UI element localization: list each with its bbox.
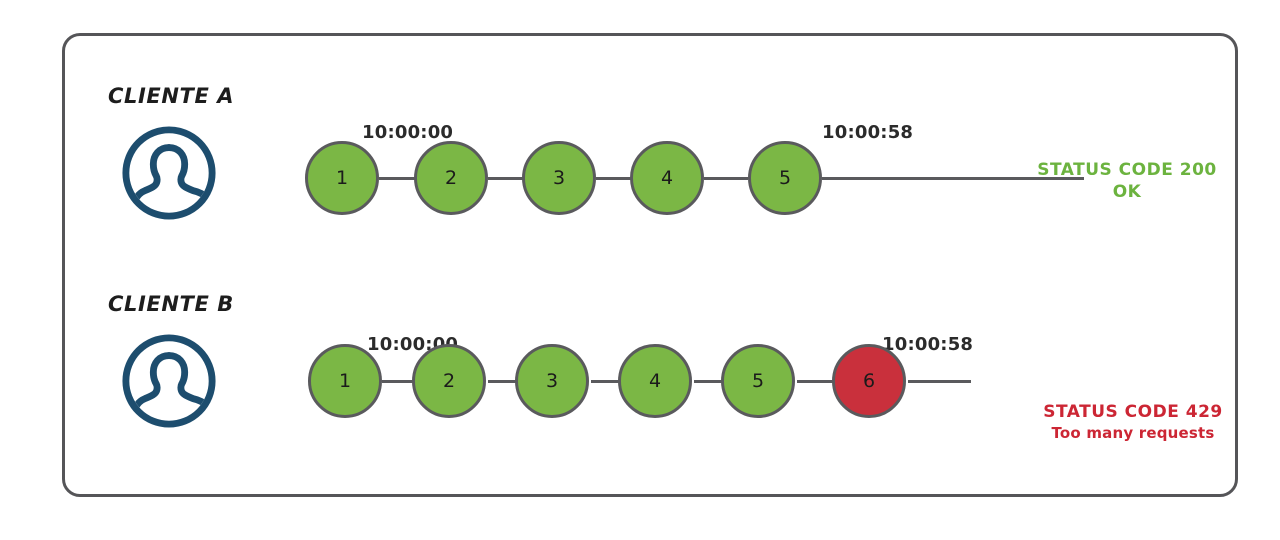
client-a-status-code: STATUS CODE 200 bbox=[1037, 160, 1217, 180]
user-avatar-icon bbox=[120, 124, 218, 222]
request-node-number: 3 bbox=[545, 370, 559, 392]
link-3-4 bbox=[591, 380, 624, 383]
user-avatar-icon bbox=[120, 332, 218, 430]
request-node-number: 4 bbox=[660, 167, 674, 189]
link-5-status bbox=[822, 177, 1084, 180]
client-a-status-message: OK bbox=[1112, 181, 1142, 202]
request-node[interactable]: 1 bbox=[308, 344, 382, 418]
link-1-2 bbox=[382, 380, 418, 383]
client-a-end-time: 10:00:58 bbox=[822, 122, 914, 143]
diagram-card-frame: CLIENTE A 10:00:00 10:00:58 bbox=[62, 33, 1238, 497]
link-4-5 bbox=[704, 177, 748, 180]
request-node[interactable]: 5 bbox=[748, 141, 822, 215]
request-node-number: 4 bbox=[648, 370, 662, 392]
client-b-status-message: Too many requests bbox=[1051, 423, 1215, 442]
request-node-rejected[interactable]: 6 bbox=[832, 344, 906, 418]
request-node[interactable]: 3 bbox=[522, 141, 596, 215]
client-a-label: CLIENTE A bbox=[108, 84, 235, 108]
request-node[interactable]: 5 bbox=[721, 344, 795, 418]
link-6-status bbox=[908, 380, 971, 383]
request-node[interactable]: 3 bbox=[515, 344, 589, 418]
request-node-number: 5 bbox=[778, 167, 792, 189]
request-node[interactable]: 2 bbox=[414, 141, 488, 215]
request-node-number: 1 bbox=[335, 167, 349, 189]
request-node-number: 2 bbox=[444, 167, 458, 189]
request-node-number: 1 bbox=[338, 370, 352, 392]
request-node-number: 5 bbox=[751, 370, 765, 392]
request-node-number: 6 bbox=[862, 370, 876, 392]
client-b-end-time: 10:00:58 bbox=[882, 334, 974, 355]
link-1-2 bbox=[379, 177, 420, 180]
client-b-status-code: STATUS CODE 429 bbox=[1043, 402, 1223, 422]
request-node[interactable]: 4 bbox=[618, 344, 692, 418]
client-b-label: CLIENTE B bbox=[108, 292, 234, 316]
request-node-number: 3 bbox=[552, 167, 566, 189]
link-4-5 bbox=[694, 380, 727, 383]
request-node[interactable]: 4 bbox=[630, 141, 704, 215]
link-2-3 bbox=[488, 177, 524, 180]
client-a-start-time: 10:00:00 bbox=[362, 122, 454, 143]
client-a-status: STATUS CODE 200 OK bbox=[1027, 160, 1227, 204]
request-node[interactable]: 1 bbox=[305, 141, 379, 215]
link-2-3 bbox=[488, 380, 521, 383]
request-node[interactable]: 2 bbox=[412, 344, 486, 418]
link-3-4 bbox=[596, 177, 632, 180]
client-b-status: STATUS CODE 429 Too many requests bbox=[1025, 402, 1241, 443]
request-node-number: 2 bbox=[442, 370, 456, 392]
link-5-6 bbox=[797, 380, 838, 383]
